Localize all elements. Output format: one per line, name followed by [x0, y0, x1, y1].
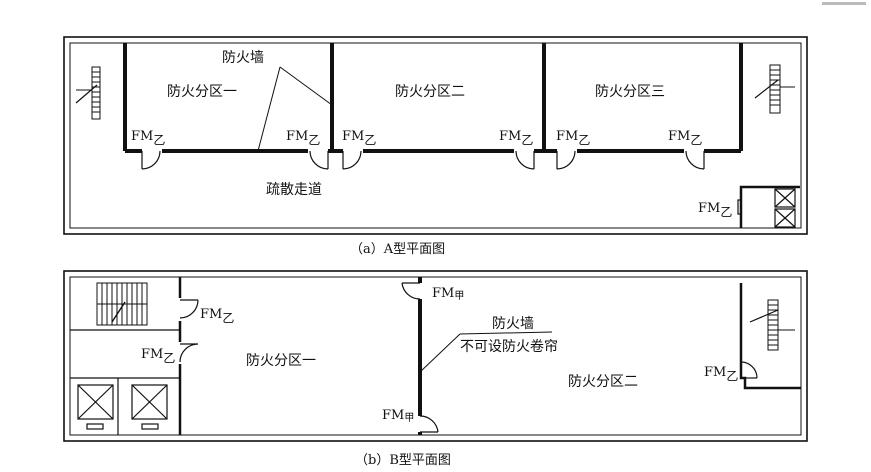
plan-a-stair-left — [75, 66, 101, 120]
plan-b-inner-wall — [69, 276, 802, 436]
plan-a-elevator-room — [737, 185, 800, 228]
plan-b-door-4 — [419, 415, 439, 433]
door-class: 甲 — [454, 291, 464, 302]
door-class: 乙 — [308, 133, 320, 147]
svg-text:FM乙: FM乙 — [131, 129, 165, 147]
plan-a-door-1 — [141, 150, 161, 170]
svg-text:FM乙: FM乙 — [141, 347, 175, 365]
plan-a-door-4 — [515, 150, 535, 170]
plan-a-caption: （a）A型平面图 — [350, 242, 445, 257]
door-label: FM — [499, 129, 521, 144]
plan-a-zone-3: 防火分区三 — [595, 84, 665, 100]
plan-a-leader-2 — [257, 66, 281, 152]
door-label: FM — [556, 129, 578, 144]
svg-text:FM乙: FM乙 — [342, 129, 376, 147]
plan-a-zone-1: 防火分区一 — [167, 84, 237, 100]
door-label: FM — [432, 286, 454, 301]
plan-b-left-core — [70, 277, 182, 435]
svg-text:FM甲: FM甲 — [382, 408, 414, 424]
plan-b-wall-label: 防火墙 — [492, 316, 534, 332]
plan-b-door-2 — [179, 343, 199, 363]
plan-a-door-2 — [309, 150, 329, 170]
plan-a-outer-wall — [63, 36, 808, 235]
svg-text:FM乙: FM乙 — [698, 201, 732, 219]
svg-text:FM乙: FM乙 — [704, 365, 738, 383]
door-label: FM — [342, 129, 364, 144]
plan-a-leader-1 — [279, 66, 333, 106]
plan-a-corridor-label: 疏散走道 — [266, 182, 322, 198]
plan-b — [63, 270, 808, 442]
plan-a-inner-wall — [69, 42, 802, 229]
plan-a-door-5 — [556, 150, 576, 170]
corner-mark — [822, 2, 866, 5]
plan-b-zone-1: 防火分区一 — [246, 353, 316, 369]
plan-a-door-3 — [342, 150, 362, 170]
door-label: FM — [698, 201, 720, 216]
door-class: 乙 — [364, 133, 376, 147]
door-class: 乙 — [153, 133, 165, 147]
svg-text:FM乙: FM乙 — [200, 307, 234, 325]
plan-b-zone-2: 防火分区二 — [568, 374, 638, 390]
plan-a-stair-right — [754, 64, 795, 114]
svg-text:FM乙: FM乙 — [668, 129, 702, 147]
plan-b-stair-left — [96, 282, 148, 326]
door-class: 乙 — [578, 133, 590, 147]
svg-text:FM乙: FM乙 — [499, 129, 533, 147]
svg-text:FM甲: FM甲 — [432, 286, 464, 302]
plan-b-wall-note: 不可设防火卷帘 — [460, 339, 558, 355]
plan-b-door-1 — [179, 299, 199, 319]
door-label: FM — [141, 347, 163, 362]
plan-b-caption: （b）B型平面图 — [355, 453, 451, 468]
door-label: FM — [382, 408, 404, 423]
door-class: 乙 — [690, 133, 702, 147]
door-label: FM — [286, 129, 308, 144]
door-label: FM — [668, 129, 690, 144]
plan-a-door-labels: FM乙 FM乙 FM乙 FM乙 FM乙 FM乙 FM乙 — [131, 129, 732, 219]
door-class: 甲 — [404, 413, 414, 424]
plan-a — [63, 36, 808, 235]
door-label: FM — [200, 307, 222, 322]
door-label: FM — [704, 365, 726, 380]
door-class: 乙 — [222, 311, 234, 325]
door-label: FM — [131, 129, 153, 144]
plan-a-door-6 — [685, 150, 705, 170]
plan-a-zone-2: 防火分区二 — [395, 84, 465, 100]
door-class: 乙 — [720, 205, 732, 219]
plan-a-wall-label: 防火墙 — [222, 50, 264, 66]
plan-b-door-3 — [401, 282, 421, 300]
door-class: 乙 — [163, 351, 175, 365]
svg-text:FM乙: FM乙 — [556, 129, 590, 147]
svg-text:FM乙: FM乙 — [286, 129, 320, 147]
plan-b-leader-2 — [419, 333, 461, 373]
plan-b-elevators — [77, 384, 168, 430]
door-class: 乙 — [726, 369, 738, 383]
plan-b-outer-wall — [63, 270, 808, 442]
plan-b-stair-right — [739, 283, 801, 390]
plan-b-leader — [459, 331, 553, 335]
door-class: 乙 — [521, 133, 533, 147]
plan-b-door-labels: FM乙 FM乙 FM甲 FM甲 FM乙 — [141, 286, 738, 424]
